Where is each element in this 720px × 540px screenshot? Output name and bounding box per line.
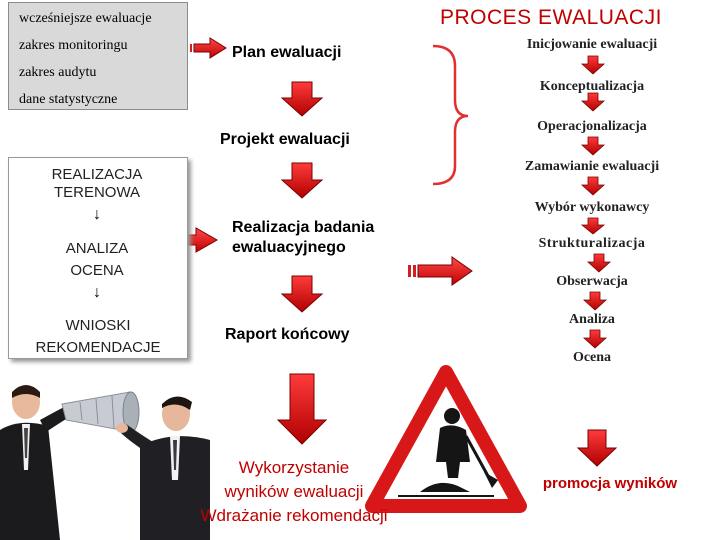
small-arrow-7 [582, 291, 608, 311]
down-arrow-glyph: ↓ [93, 206, 101, 223]
step-obserwacja: Obserwacja [556, 274, 628, 289]
input-item: wcześniejsze ewaluacje [19, 11, 152, 26]
down-arrow-glyph: ↓ [93, 284, 101, 301]
step-wybor: Wybór wykonawcy [534, 200, 650, 215]
project-label: Projekt ewaluacji [220, 131, 350, 148]
step-konceptualizacja: Konceptualizacja [539, 79, 645, 94]
small-arrow-3 [580, 136, 606, 156]
small-arrow-8 [582, 329, 608, 349]
input-item: zakres monitoringu [19, 38, 128, 53]
plan-label: Plan ewaluacji [232, 44, 342, 61]
arrow-down-3 [280, 275, 324, 313]
field-work-box: REALIZACJA TERENOWA ↓ ANALIZA OCENA ↓ WN… [8, 157, 188, 359]
step-operacjonalizacja: Operacjonalizacja [537, 119, 647, 134]
arrow-down-4 [276, 373, 328, 445]
field-step-wnioski: WNIOSKI REKOMENDACJE [35, 317, 161, 356]
step-inicjowanie: Inicjowanie ewaluacji [526, 37, 658, 52]
step-analiza: Analiza [569, 312, 615, 327]
step-strukturalizacja: Strukturalizacja [538, 236, 646, 251]
small-arrow-4 [580, 176, 606, 196]
small-arrow-6 [586, 253, 612, 273]
small-arrow-5 [580, 217, 606, 235]
field-step-realizacja: REALIZACJA TERENOWA [51, 166, 143, 201]
page-title: PROCES EWALUACJI [440, 6, 662, 29]
brace-bracket [432, 44, 469, 186]
use-line-2: wyników ewaluacji [224, 482, 364, 501]
businessmen-megaphone-photo [0, 366, 210, 540]
use-results-label: Wykorzystanie wyników ewaluacji Wdrażani… [170, 456, 418, 528]
roadwork-sign-photo [365, 365, 527, 540]
arrow-down-2 [280, 162, 324, 199]
small-arrow-1 [580, 55, 606, 75]
use-line-3: Wdrażanie rekomendacji [200, 506, 388, 525]
inputs-box: wcześniejsze ewaluacje zakres monitoring… [8, 2, 188, 110]
small-arrow-2 [580, 92, 606, 112]
input-item: dane statystyczne [19, 92, 118, 107]
promotion-label: promocja wyników [542, 475, 678, 492]
research-label: Realizacja badania ewaluacyjnego [232, 219, 375, 256]
arrow-down-1 [280, 81, 324, 117]
use-line-1: Wykorzystanie [238, 458, 350, 477]
arrow-down-promo [576, 429, 618, 467]
step-zamawianie: Zamawianie ewaluacji [524, 159, 660, 174]
field-step-analiza: ANALIZA OCENA [65, 240, 129, 279]
step-ocena: Ocena [572, 350, 612, 365]
input-item: zakres audytu [19, 65, 97, 80]
arrow-right-plan [184, 37, 227, 59]
report-label: Raport końcowy [225, 326, 350, 343]
arrow-right-strukturalizacja [408, 256, 473, 286]
